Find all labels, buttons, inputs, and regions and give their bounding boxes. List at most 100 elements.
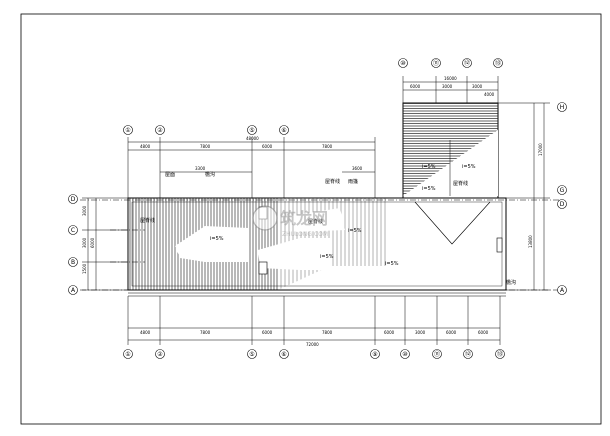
label-ridge-mid: 屋脊线 <box>308 218 323 225</box>
svg-text:⑪: ⑪ <box>434 350 440 358</box>
grid-bubble-bottom-2: ② <box>155 349 165 359</box>
upper-wing-plain <box>403 130 498 196</box>
svg-text:6000: 6000 <box>90 237 95 248</box>
roof-plan: 屋脊线 屋面 檐沟 雨篷 屋脊线 屋脊线 屋脊线 i=5% i=5% i=5% … <box>127 102 516 297</box>
svg-text:4800: 4800 <box>140 330 151 335</box>
svg-text:⑩: ⑩ <box>400 60 405 67</box>
svg-text:7800: 7800 <box>200 144 211 149</box>
svg-text:3000: 3000 <box>415 330 426 335</box>
label-roof: 屋面 <box>165 172 175 178</box>
grid-bubble-left-A: A <box>68 285 78 295</box>
slope-label: i=5% <box>385 261 399 267</box>
svg-text:7800: 7800 <box>322 144 333 149</box>
svg-text:⑬: ⑬ <box>497 350 503 358</box>
grid-bubble-top-1: ① <box>123 125 133 135</box>
svg-text:6000: 6000 <box>446 330 457 335</box>
slope-label: i=5% <box>348 228 362 234</box>
roof-opening-3 <box>278 266 388 290</box>
grid-bubble-bottom-6: ⑥ <box>279 349 289 359</box>
svg-text:C: C <box>71 227 75 234</box>
slope-label: i=5% <box>422 186 436 192</box>
grid-bubble-bottom-10: ⑩ <box>400 349 410 359</box>
grid-bubble-ur-11: ⑪ <box>431 58 441 68</box>
svg-text:3600: 3600 <box>352 166 363 171</box>
grid-bubble-right-G: G <box>557 185 567 195</box>
grid-bubble-left-B: B <box>68 257 78 267</box>
roof-opening-2 <box>258 238 332 270</box>
grid-bubble-bottom-13: ⑬ <box>495 349 505 359</box>
svg-text:D: D <box>71 196 76 203</box>
svg-text:48000: 48000 <box>246 136 259 141</box>
grid-bubble-bottom-1: ① <box>123 349 133 359</box>
label-ridge-top: 屋脊线 <box>325 178 340 185</box>
dimensions <box>80 76 560 345</box>
grid-bubble-bottom-11: ⑪ <box>432 349 442 359</box>
svg-text:⑤: ⑤ <box>249 127 254 134</box>
grid-bubble-right-H: H <box>557 102 567 112</box>
dimension-labels: 4800 7800 6000 7800 48000 3300 3600 4800… <box>82 76 543 347</box>
svg-text:72000: 72000 <box>306 342 319 347</box>
grid-bubble-top-5: ⑤ <box>247 125 257 135</box>
watermark: 筑龙网 ZHULONG.COM <box>252 205 328 238</box>
svg-text:6000: 6000 <box>410 84 421 89</box>
svg-text:A: A <box>560 287 565 294</box>
sheet-border <box>20 13 602 425</box>
svg-text:16000: 16000 <box>444 76 457 81</box>
valley-line <box>414 201 491 245</box>
svg-text:⑬: ⑬ <box>495 59 501 67</box>
label-canopy: 雨篷 <box>348 178 358 185</box>
svg-text:②: ② <box>157 351 163 358</box>
svg-text:B: B <box>71 259 75 266</box>
svg-text:⑪: ⑪ <box>433 59 439 67</box>
grid-bubble-left-D: D <box>68 194 78 204</box>
svg-text:13800: 13800 <box>528 235 533 248</box>
roof-opening-4 <box>290 208 345 232</box>
svg-text:6000: 6000 <box>262 330 273 335</box>
grid-bubble-right-D: D <box>557 199 567 209</box>
label-ridge-right: 屋脊线 <box>453 180 468 187</box>
grid-bubbles: ① ② ⑤ ⑥ ⑩ ⑪ ⑫ ⑬ ① ② ⑤ ⑥ ⑨ ⑩ ⑪ ⑫ ⑬ D C B … <box>68 58 567 359</box>
svg-text:4000: 4000 <box>484 92 495 97</box>
svg-text:①: ① <box>125 351 130 358</box>
svg-text:H: H <box>560 104 565 111</box>
grid-bubble-bottom-12: ⑫ <box>463 349 473 359</box>
svg-text:⑩: ⑩ <box>402 351 407 358</box>
label-gutter: 檐沟 <box>205 171 215 178</box>
svg-text:G: G <box>560 187 565 194</box>
svg-text:7800: 7800 <box>200 330 211 335</box>
label-ridge-left: 屋脊线 <box>140 217 155 224</box>
svg-text:17000: 17000 <box>538 143 543 156</box>
svg-text:⑤: ⑤ <box>249 351 254 358</box>
slope-label: i=5% <box>422 164 436 170</box>
grid-bubble-ur-13: ⑬ <box>493 58 503 68</box>
svg-text:1500: 1500 <box>82 263 87 274</box>
svg-text:ZHULONG.COM: ZHULONG.COM <box>282 231 328 238</box>
svg-text:筑龙网: 筑龙网 <box>280 209 328 228</box>
svg-text:②: ② <box>157 127 163 134</box>
svg-text:①: ① <box>125 127 130 134</box>
roof-opening-1 <box>175 226 248 262</box>
svg-text:3300: 3300 <box>195 166 206 171</box>
slope-label: i=5% <box>320 254 334 260</box>
scupper <box>258 261 268 275</box>
svg-text:6000: 6000 <box>384 330 395 335</box>
svg-text:7800: 7800 <box>322 330 333 335</box>
svg-text:⑫: ⑫ <box>465 350 471 358</box>
grid-bubble-top-2: ② <box>155 125 165 135</box>
slope-label: i=5% <box>210 236 224 242</box>
grid-bubble-top-6: ⑥ <box>279 125 289 135</box>
label-gutter-br: 檐沟 <box>506 279 516 286</box>
upper-wing-hatch <box>403 103 498 196</box>
grid-bubble-right-A: A <box>557 285 567 295</box>
svg-text:⑥: ⑥ <box>281 351 286 358</box>
scupper <box>496 237 503 253</box>
grid-bubble-left-C: C <box>68 225 78 235</box>
svg-text:⑫: ⑫ <box>464 59 470 67</box>
svg-text:3000: 3000 <box>82 237 87 248</box>
svg-text:⑨: ⑨ <box>372 351 377 358</box>
svg-text:A: A <box>71 287 76 294</box>
svg-text:6000: 6000 <box>262 144 273 149</box>
svg-text:4800: 4800 <box>140 144 151 149</box>
